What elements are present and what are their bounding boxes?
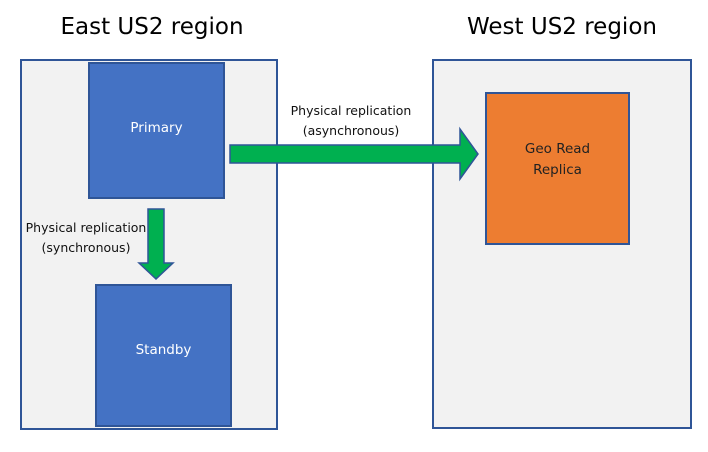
sync-label-line1: Physical replication (25, 220, 147, 235)
geo-read-replica-node: Geo Read Replica (485, 92, 630, 245)
sync-label-line2: (synchronous) (41, 240, 131, 255)
west-region-title: West US2 region (467, 14, 657, 40)
primary-label: Primary (130, 120, 183, 136)
primary-node: Primary (88, 62, 225, 199)
geo-replica-label-line1: Geo Read (524, 140, 591, 157)
east-region-title: East US2 region (60, 14, 244, 40)
async-replication-arrow (229, 126, 479, 182)
async-label-line2: (asynchronous) (302, 123, 400, 138)
standby-label: Standby (135, 342, 192, 358)
sync-edge-label: Physical replication (synchronous) (16, 218, 156, 258)
async-edge-label: Physical replication (asynchronous) (276, 101, 426, 141)
async-label-line1: Physical replication (290, 103, 412, 118)
geo-replica-label-line2: Replica (533, 161, 582, 178)
sync-replication-arrow (137, 208, 175, 281)
standby-node: Standby (95, 284, 232, 427)
